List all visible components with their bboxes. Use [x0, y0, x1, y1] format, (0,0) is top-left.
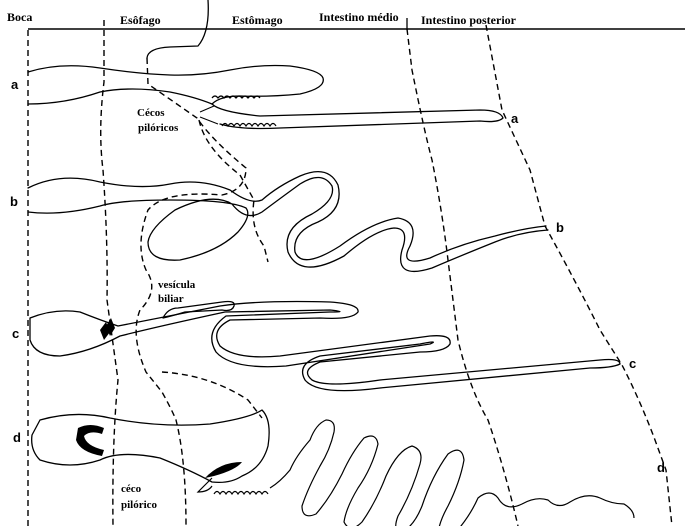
row-label-a-left: a: [11, 77, 19, 92]
row-label-d-left: d: [13, 430, 21, 445]
annotation-vesicula-biliar-line1: vesícula: [158, 279, 196, 291]
region-label-estomago: Estômago: [232, 13, 283, 27]
tract-row-c: c c vesícula biliar: [12, 279, 636, 391]
annotation-vesicula-biliar-line2: biliar: [158, 293, 184, 305]
row-label-b-left: b: [10, 194, 18, 209]
region-label-boca: Boca: [7, 10, 32, 24]
row-label-c-right: c: [629, 356, 636, 371]
row-label-d-right: d: [657, 460, 665, 475]
row-label-a-right: a: [511, 111, 519, 126]
coiled-intestine-d: [270, 420, 634, 526]
annotation-cecos-pyloricos-line1: Cécos: [137, 107, 165, 119]
row-label-b-right: b: [556, 220, 564, 235]
row-label-c-left: c: [12, 326, 19, 341]
pyloric-caeca-a: [212, 96, 276, 126]
region-label-intestino-medio: Intestino médio: [319, 10, 399, 24]
region-header: Boca Esôfago Estômago Intestino médio In…: [7, 0, 685, 58]
boundary-estomago: [162, 120, 268, 418]
tract-row-d: d d céco pilórico: [13, 410, 665, 526]
annotation-ceco-pilorico-line2: pilórico: [121, 499, 158, 511]
tract-row-b: b b: [10, 172, 564, 272]
tract-row-a: a a Cécos pilóricos: [11, 66, 519, 135]
region-label-esofago: Esôfago: [120, 13, 161, 27]
boundary-intestino-posterior: [486, 25, 672, 526]
annotation-cecos-pyloricos-line2: pilóricos: [138, 122, 179, 134]
region-boundaries: [28, 20, 672, 526]
region-label-intestino-posterior: Intestino posterior: [421, 13, 517, 27]
annotation-ceco-pilorico-line1: céco: [121, 483, 142, 495]
